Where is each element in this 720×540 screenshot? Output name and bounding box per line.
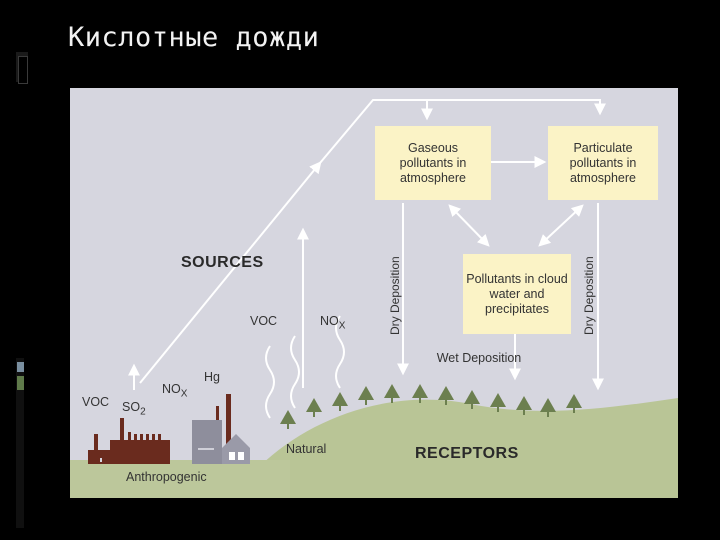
tree [358,386,374,400]
slide-title: Кислотные дожди [68,22,320,53]
so2-sub: 2 [140,406,146,418]
tree [384,384,400,398]
sources-label: SOURCES [181,254,264,271]
voc-natural-label: VOC [250,314,278,328]
trees [280,384,582,429]
receptors-label: RECEPTORS [415,445,519,462]
voc-anthro-label: VOC [82,395,110,409]
nox-natural-sub: X [338,320,346,332]
accent-bar-top-inner [18,56,28,84]
so2-label: SO2 [122,400,146,418]
arrow-particulate-cloud [538,204,584,247]
natural-label: Natural [286,442,327,456]
arrow-source-to-top [139,161,322,384]
gaseous-pollutants-box: Gaseous pollutants in atmosphere [375,126,491,200]
power-plant-detail [198,448,214,450]
acid-rain-diagram: Gaseous pollutants in atmosphere Particu… [70,88,678,498]
accent-square-blue [17,362,24,372]
accent-square-green [17,376,24,390]
house-window [238,452,244,460]
house-window [229,452,235,460]
tree [566,394,582,408]
dry-deposition-left-label: Dry Deposition [388,256,402,335]
tree [332,392,348,406]
wavy-emission-2 [290,335,300,409]
nox-anthro-sub: X [180,388,188,400]
tree [490,393,506,407]
tree [306,398,322,412]
wavy-emission-1 [265,345,275,419]
wet-deposition-label: Wet Deposition [434,350,524,366]
anthropogenic-label: Anthropogenic [126,470,207,484]
tree [412,384,428,398]
arrow-gaseous-cloud [448,204,490,247]
dry-deposition-right-label: Dry Deposition [582,256,596,335]
tree [280,410,296,424]
nox-natural-main: NO [320,314,339,328]
wet-deposition-text: Wet Deposition [436,351,522,365]
ground-strip [70,460,290,498]
tree [516,396,532,410]
nox-natural-label: NOX [320,314,345,332]
nox-anthro-main: NO [162,382,181,396]
hg-label: Hg [204,370,220,384]
particulate-pollutants-box: Particulate pollutants in atmosphere [548,126,658,200]
cloud-pollutants-box: Pollutants in cloud water and precipitat… [463,254,571,334]
arrow-top-line [319,99,606,164]
nox-anthro-label: NOX [162,382,187,400]
diagram-graphics [70,99,678,498]
accent-bar-left [16,358,24,528]
tree [540,398,556,412]
tree [438,386,454,400]
power-plant [192,420,222,464]
so2-main: SO [122,400,141,414]
tree [464,390,480,404]
wavy-emission-3 [335,315,345,389]
factory [88,394,231,464]
